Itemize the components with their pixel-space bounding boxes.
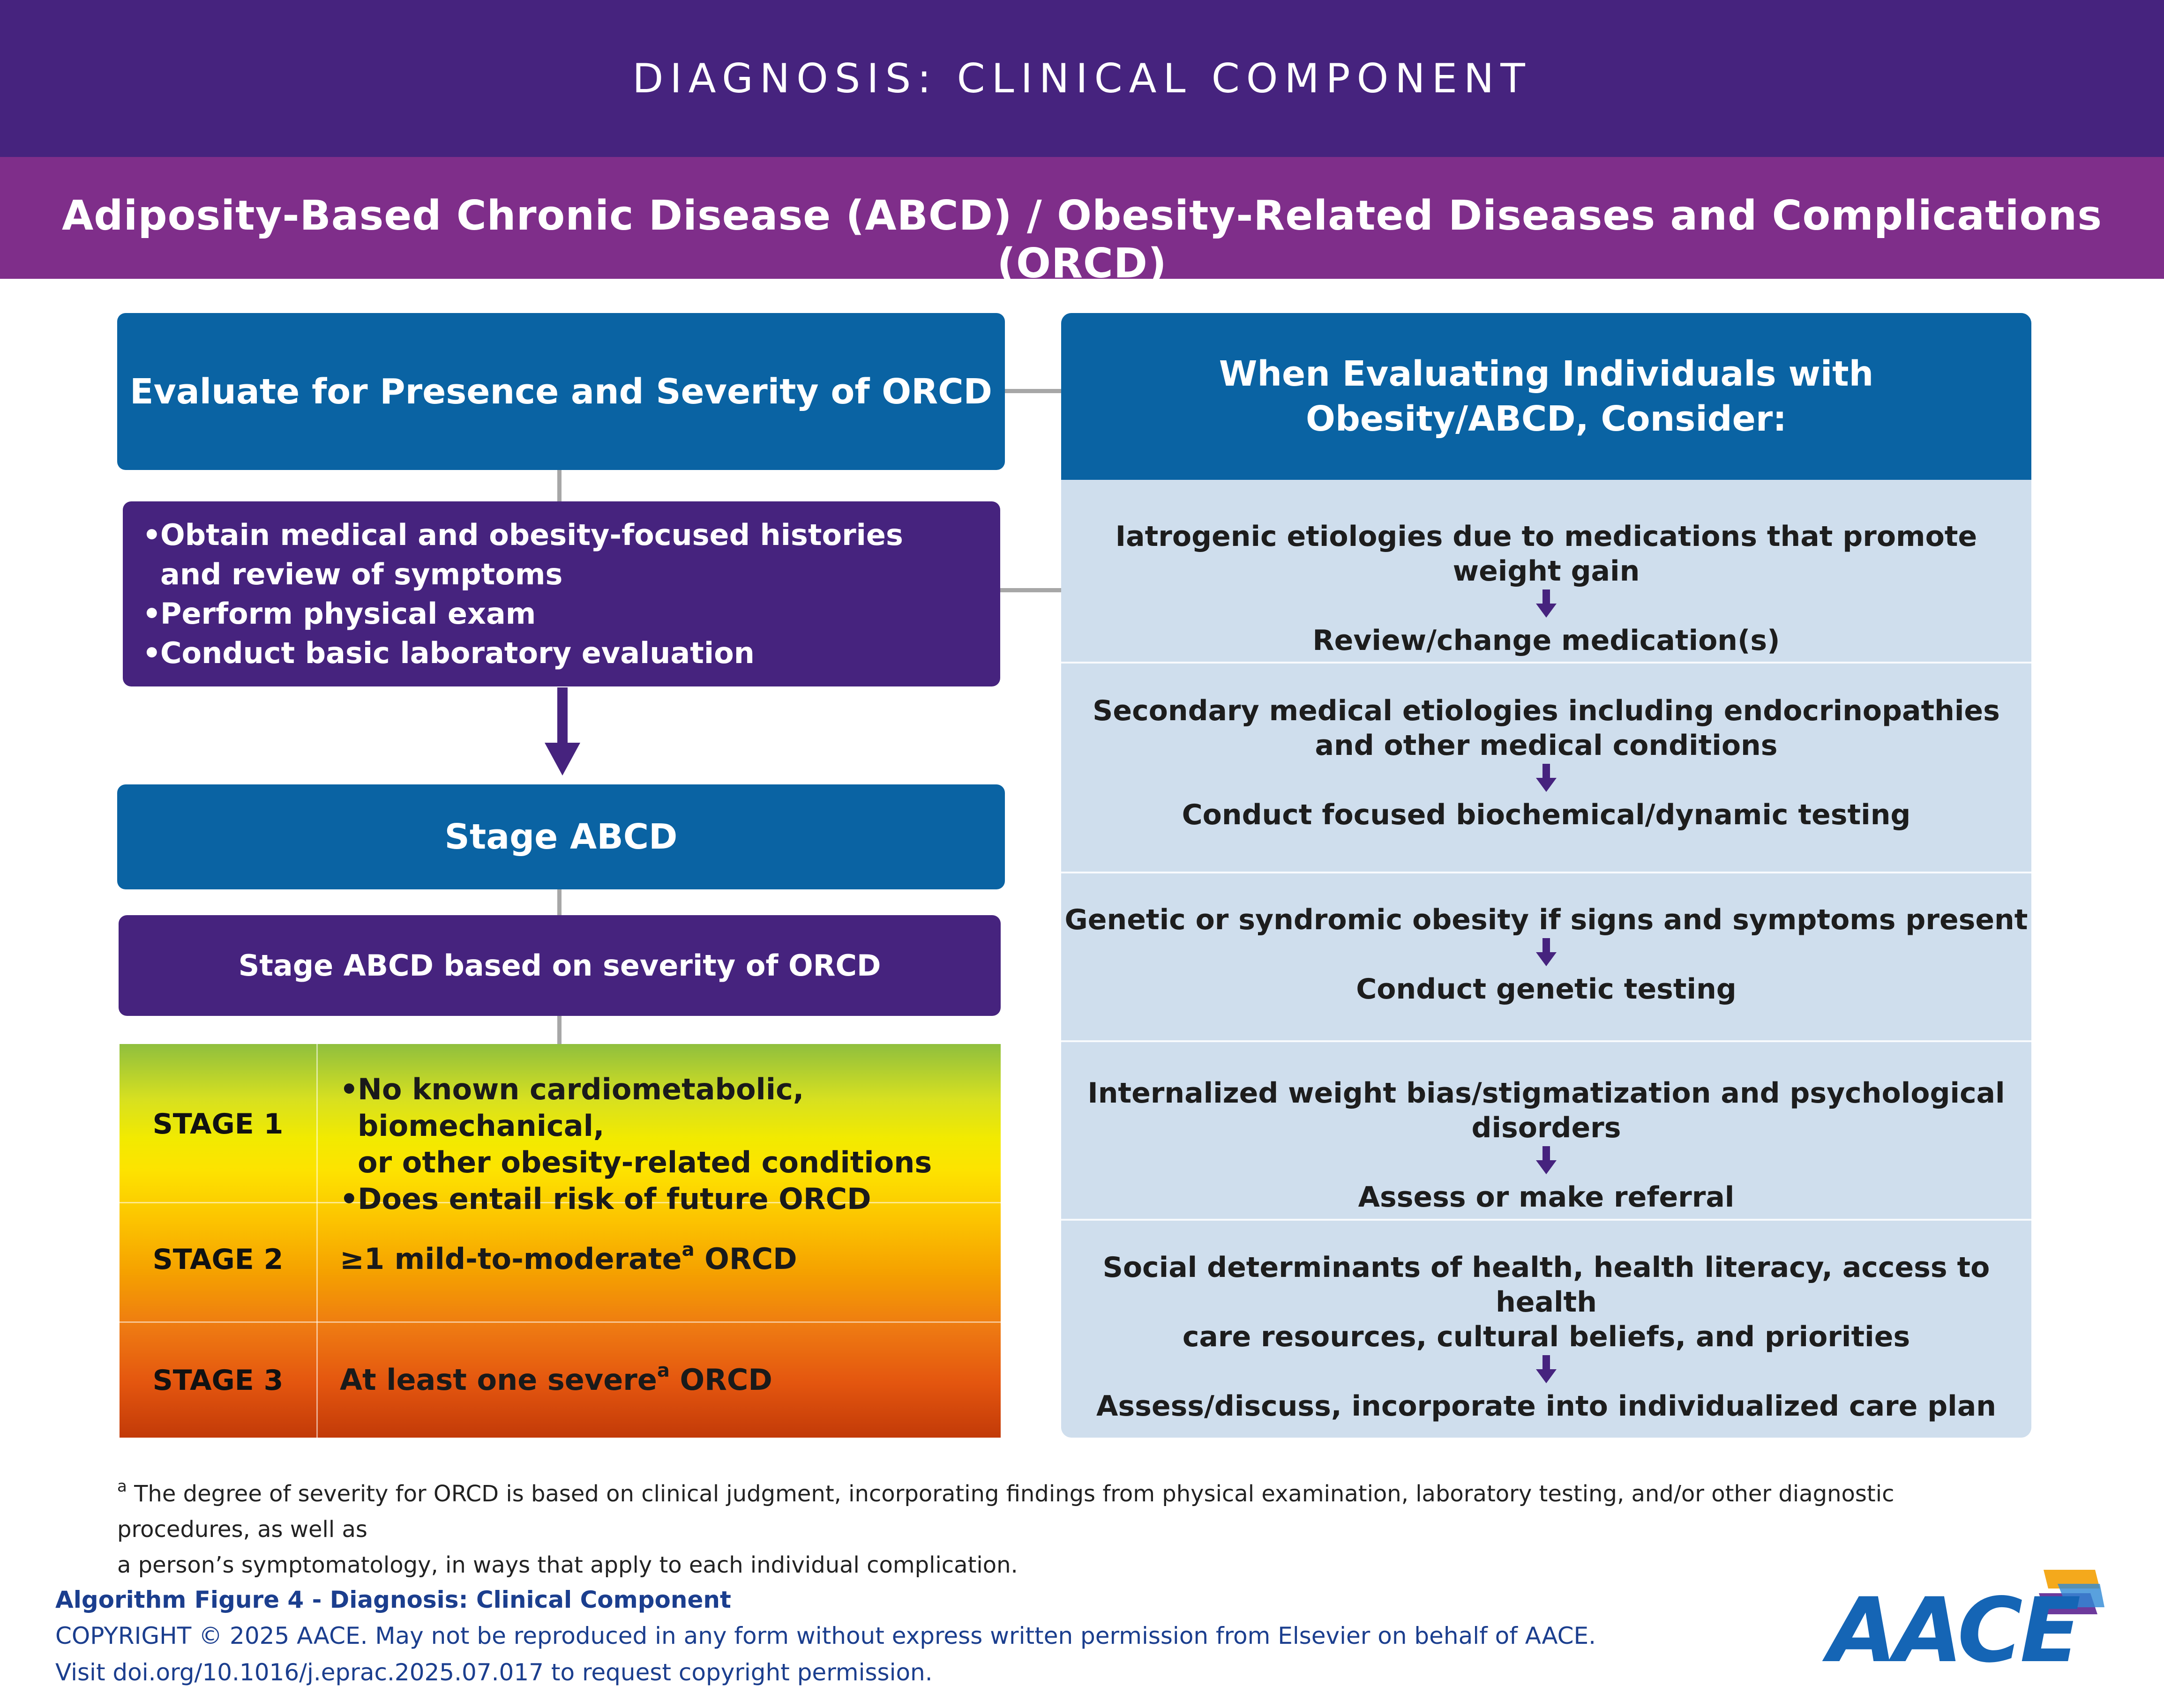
consideration-action: Assess/discuss, incorporate into individ…	[1096, 1390, 1996, 1423]
connector-stage-to-basis	[557, 889, 562, 915]
panel-divider	[1061, 872, 2031, 873]
consideration-action: Assess or make referral	[1358, 1181, 1735, 1214]
consideration-text: Genetic or syndromic obesity if signs an…	[1064, 903, 2028, 936]
page-subtitle: Adiposity-Based Chronic Disease (ABCD) /…	[61, 192, 2103, 287]
stage-3-text-end: ORCD	[669, 1363, 772, 1397]
footnote: a The degree of severity for ORCD is bas…	[117, 1476, 2015, 1583]
stage-column-divider	[316, 1044, 318, 1438]
arrow-down-icon	[1061, 589, 2031, 623]
evaluate-orcd-title: Evaluate for Presence and Severity of OR…	[130, 371, 992, 412]
stage-row-divider	[120, 1321, 1001, 1323]
consideration-item-1: Iatrogenic etiologies due to medications…	[1061, 519, 2031, 658]
step-item: Perform physical exam	[142, 594, 1000, 634]
stage-3-text: At least one severe	[340, 1363, 657, 1397]
subtitle-band: Adiposity-Based Chronic Disease (ABCD) /…	[0, 157, 2164, 287]
evaluation-steps-list: Obtain medical and obesity-focused histo…	[142, 515, 1000, 673]
permission-notice: Visit doi.org/10.1016/j.eprac.2025.07.01…	[55, 1659, 933, 1686]
stage-basis-box: Stage ABCD based on severity of ORCD	[119, 915, 1001, 1016]
consideration-text: and other medical conditions	[1315, 729, 1778, 762]
stage-2-label: STAGE 2	[152, 1243, 284, 1276]
consideration-text: Iatrogenic etiologies due to medications…	[1115, 520, 1977, 588]
arrow-down-icon	[1061, 1145, 2031, 1180]
stage-3-footnote-marker: a	[657, 1360, 670, 1382]
down-arrow-icon	[545, 743, 580, 776]
step-item: Obtain medical and obesity-focused histo…	[142, 515, 1000, 555]
considerations-panel: When Evaluating Individuals with Obesity…	[1061, 313, 2031, 1438]
arrow-down-icon	[1061, 763, 2031, 798]
evaluation-steps-box: Obtain medical and obesity-focused histo…	[123, 501, 1000, 686]
consideration-item-5: Social determinants of health, health li…	[1061, 1250, 2031, 1424]
stage-3-description: At least one severea ORCD	[340, 1360, 982, 1398]
panel-divider	[1061, 1219, 2031, 1221]
panel-divider	[1061, 662, 2031, 664]
evaluate-orcd-box: Evaluate for Presence and Severity of OR…	[117, 313, 1005, 470]
stage-2-text-end: ORCD	[694, 1242, 797, 1276]
considerations-header-line: When Evaluating Individuals with	[1219, 354, 1874, 394]
footnote-line: a person’s symptomatology, in ways that …	[117, 1552, 1018, 1578]
arrow-down-icon	[1061, 937, 2031, 972]
considerations-header-line: Obesity/ABCD, Consider:	[1306, 399, 1787, 439]
consideration-action: Conduct genetic testing	[1356, 973, 1737, 1006]
stage-2-text: ≥1 mild-to-moderate	[340, 1242, 682, 1276]
consideration-text: care resources, cultural beliefs, and pr…	[1182, 1320, 1910, 1353]
consideration-action: Conduct focused biochemical/dynamic test…	[1182, 798, 1911, 831]
consideration-text: Internalized weight bias/stigmatization …	[1087, 1077, 2005, 1144]
page-title: DIAGNOSIS: CLINICAL COMPONENT	[632, 55, 1532, 102]
stage-basis-text: Stage ABCD based on severity of ORCD	[238, 948, 881, 983]
connector-steps-to-panel	[1000, 588, 1061, 592]
stage-1-bullet: No known cardiometabolic, biomechanical,	[340, 1071, 982, 1144]
consideration-text: Social determinants of health, health li…	[1102, 1251, 1990, 1319]
stage-abcd-title: Stage ABCD	[444, 817, 678, 857]
stage-1-description: No known cardiometabolic, biomechanical,…	[340, 1071, 982, 1217]
stage-table: STAGE 1 No known cardiometabolic, biomec…	[120, 1044, 1001, 1438]
footnote-marker: a	[117, 1477, 127, 1496]
stage-abcd-box: Stage ABCD	[117, 784, 1005, 889]
aace-logo: AACE	[1828, 1560, 2109, 1682]
consideration-item-4: Internalized weight bias/stigmatization …	[1061, 1076, 2031, 1215]
copyright-notice: COPYRIGHT © 2025 AACE. May not be reprod…	[55, 1622, 1596, 1649]
stage-3-label: STAGE 3	[152, 1364, 284, 1397]
title-band: DIAGNOSIS: CLINICAL COMPONENT	[0, 0, 2164, 157]
step-item-continuation: and review of symptoms	[160, 557, 563, 591]
connector-eval-to-panel	[1005, 389, 1061, 393]
consideration-action: Review/change medication(s)	[1312, 624, 1780, 657]
consideration-item-2: Secondary medical etiologies including e…	[1061, 694, 2031, 832]
arrow-down-icon	[1061, 1354, 2031, 1389]
aace-emblem-icon	[2039, 1570, 2104, 1614]
panel-divider	[1061, 1040, 2031, 1042]
step-item: Conduct basic laboratory evaluation	[142, 634, 1000, 673]
consideration-text: Secondary medical etiologies including e…	[1093, 694, 2000, 727]
down-arrow-shaft	[557, 687, 568, 744]
stage-1-bullet-continuation: or other obesity-related conditions	[358, 1145, 932, 1179]
figure-title: Algorithm Figure 4 - Diagnosis: Clinical…	[55, 1586, 731, 1613]
stage-2-footnote-marker: a	[681, 1239, 695, 1261]
stage-1-label: STAGE 1	[152, 1108, 284, 1141]
aace-logo-text: AACE	[1828, 1579, 2081, 1682]
connector-basis-to-table	[557, 1016, 562, 1044]
connector-eval-to-steps	[557, 470, 562, 501]
consideration-item-3: Genetic or syndromic obesity if signs an…	[1061, 902, 2031, 1007]
footnote-line: The degree of severity for ORCD is based…	[117, 1481, 1894, 1543]
considerations-header: When Evaluating Individuals with Obesity…	[1061, 313, 2031, 480]
stage-1-bullet: Does entail risk of future ORCD	[340, 1181, 982, 1217]
stage-2-description: ≥1 mild-to-moderatea ORCD	[340, 1239, 982, 1277]
